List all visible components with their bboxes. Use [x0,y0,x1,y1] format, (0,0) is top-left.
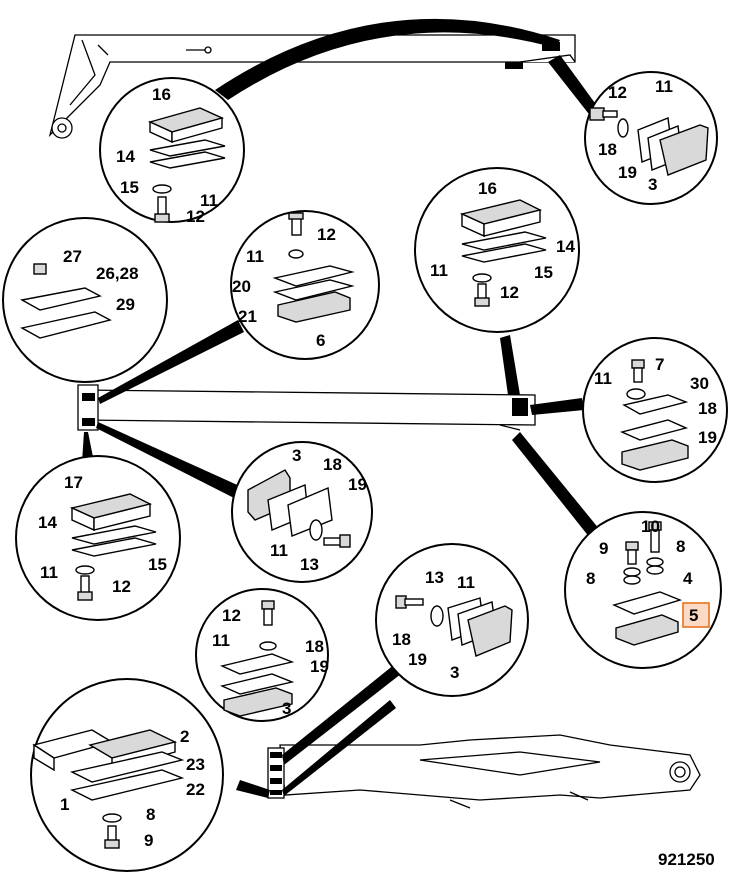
label-11: 11 [655,77,673,96]
label-18: 18 [305,637,324,656]
callout-top-left: 16 14 15 11 12 [99,77,245,226]
label-7: 7 [655,355,664,374]
label-12: 12 [317,225,336,244]
label-20: 20 [232,277,251,296]
label-19: 19 [408,650,427,669]
label-26-28: 26,28 [96,264,139,283]
label-13: 13 [300,555,319,574]
label-16: 16 [478,179,497,198]
middle-boom [77,384,536,431]
callout-top-right: 12 11 18 19 3 [584,71,718,205]
label-18: 18 [323,455,342,474]
label-19: 19 [618,163,637,182]
label-30: 30 [690,374,709,393]
label-11: 11 [270,541,288,560]
label-15: 15 [120,178,139,197]
callout-right-upper: 16 14 11 15 12 [414,167,580,333]
label-22: 22 [186,780,205,799]
label-12: 12 [500,283,519,302]
label-5-highlighted: 5 [689,606,698,625]
label-1: 1 [60,795,69,814]
label-19: 19 [698,428,717,447]
label-12: 12 [186,207,205,226]
label-9: 9 [144,831,153,850]
callout-left-upper: 27 26,28 29 [2,217,168,383]
label-11: 11 [594,369,612,388]
label-9: 9 [599,539,608,558]
label-12: 12 [112,577,131,596]
label-19: 19 [310,657,329,676]
lower-boom [267,734,701,809]
highlight-box [682,602,710,628]
label-6: 6 [316,331,325,350]
label-11: 11 [200,191,218,210]
callout-center-upper: 12 11 20 21 6 [230,210,380,360]
label-19: 19 [348,475,367,494]
label-8: 8 [146,805,155,824]
label-18: 18 [698,399,717,418]
label-3: 3 [292,446,301,465]
callout-center-lower: 12 11 18 19 3 [195,588,329,722]
label-23: 23 [186,755,205,774]
figure-reference-number: 921250 [658,850,715,869]
leader-lines [82,18,600,798]
label-16: 16 [152,85,171,104]
label-11: 11 [212,631,230,650]
label-14: 14 [116,147,135,166]
label-3: 3 [450,663,459,682]
callout-center-middle: 3 18 19 11 13 [231,441,373,583]
callout-right-middle: 7 11 30 18 19 [582,337,728,483]
callout-left-middle: 17 14 15 11 12 [15,455,181,621]
label-14: 14 [38,513,57,532]
label-15: 15 [534,263,553,282]
callout-right-lower: 10 9 8 8 4 5 [564,511,722,669]
label-10: 10 [641,517,660,536]
label-18: 18 [392,630,411,649]
label-4: 4 [683,569,693,588]
label-21: 21 [238,307,257,326]
label-11: 11 [430,261,448,280]
label-18: 18 [598,140,617,159]
label-29: 29 [116,295,135,314]
label-12: 12 [222,606,241,625]
label-8: 8 [676,537,685,556]
label-12: 12 [608,83,627,102]
callout-center-bottom: 13 11 18 19 3 [375,543,529,697]
label-17: 17 [64,473,83,492]
label-13: 13 [425,568,444,587]
label-15: 15 [148,555,167,574]
label-3: 3 [282,699,291,718]
label-14: 14 [556,237,575,256]
label-11: 11 [246,247,264,266]
label-8: 8 [586,569,595,588]
label-11: 11 [40,563,58,582]
label-3: 3 [648,175,657,194]
label-27: 27 [63,247,82,266]
label-11: 11 [457,573,475,592]
callout-bottom-left: 2 23 22 1 8 9 [30,678,224,872]
label-2: 2 [180,727,189,746]
